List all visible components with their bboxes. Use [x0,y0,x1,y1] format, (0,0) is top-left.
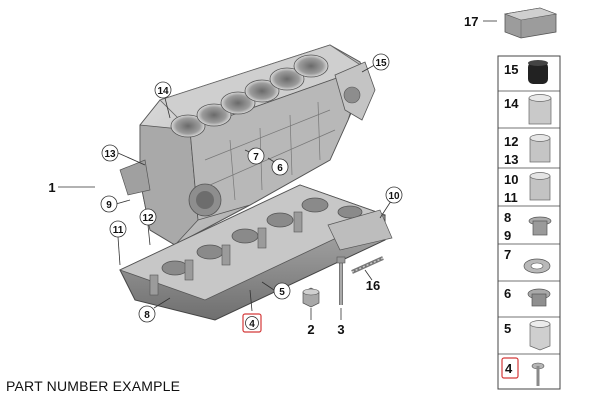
sidebar-parts-list: 15 14 12 13 10 11 8 9 [497,55,561,390]
callout-13: 13 [101,144,119,162]
sidebar-item-12-13: 12 13 [504,134,551,167]
svg-text:6: 6 [504,286,511,301]
callout-7: 7 [247,147,265,165]
svg-text:10: 10 [388,191,400,202]
sidebar-item-10-11: 10 11 [504,172,551,205]
svg-text:13: 13 [504,152,518,167]
sidebar-item-7: 7 [504,247,551,274]
callout-2: 2 [307,322,314,337]
svg-text:4: 4 [249,319,255,330]
callout-5: 5 [273,282,291,300]
svg-text:12: 12 [504,134,518,149]
bolt-part-3 [336,256,346,305]
stud-part-16 [351,256,384,274]
callout-8: 8 [138,305,156,323]
callout-14: 14 [154,81,172,99]
caption: PART NUMBER EXAMPLE [6,378,181,394]
svg-text:12: 12 [142,213,154,224]
callout-12: 12 [139,208,157,226]
callout-3: 3 [337,322,344,337]
svg-text:5: 5 [504,321,511,336]
plug-part-2 [302,287,320,308]
svg-text:10: 10 [504,172,518,187]
callout-15: 15 [372,53,390,71]
svg-text:8: 8 [144,310,150,321]
callout-10: 10 [385,186,403,204]
svg-text:8: 8 [504,210,511,225]
svg-text:11: 11 [113,225,124,236]
callout-16: 16 [366,278,380,293]
callout-11: 11 [109,220,127,238]
svg-text:14: 14 [157,86,169,97]
sidebar-item-15: 15 [504,60,548,84]
sidebar-item-14: 14 [504,94,552,125]
cylinder-bores [170,54,329,138]
sidebar-header-17: 17 [464,7,558,39]
svg-text:5: 5 [279,287,285,298]
callout-4-highlighted: 4 [242,313,262,333]
callout-9: 9 [100,195,118,213]
callout-1: 1 [48,180,55,195]
svg-text:7: 7 [253,152,259,163]
svg-text:4: 4 [505,361,513,376]
sidebar-item-8-9: 8 9 [504,210,552,243]
svg-text:15: 15 [375,58,387,69]
callout-6: 6 [271,158,289,176]
svg-text:14: 14 [504,96,519,111]
sidebar-item-4-highlighted: 4 [501,357,545,386]
svg-text:6: 6 [277,163,283,174]
svg-text:9: 9 [106,200,112,211]
bedplate [118,184,393,321]
sidebar-item-6: 6 [504,286,551,307]
svg-text:9: 9 [504,228,511,243]
svg-text:13: 13 [104,149,116,160]
sidebar-item-5: 5 [504,320,551,351]
svg-text:15: 15 [504,62,518,77]
svg-text:7: 7 [504,247,511,262]
svg-text:17: 17 [464,14,478,29]
svg-text:11: 11 [504,190,518,205]
